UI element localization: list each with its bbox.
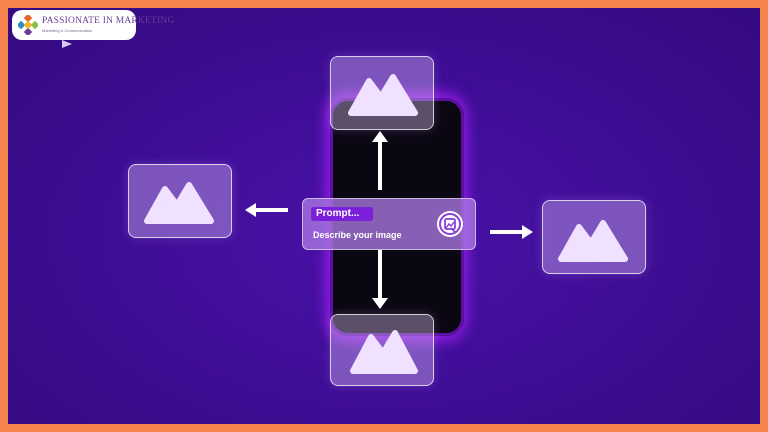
image-card-left[interactable] <box>128 164 232 238</box>
mountain-image-icon <box>348 74 418 116</box>
watermark-logo: PASSIONATE IN MARKETING Marketing & Comm… <box>12 10 174 40</box>
mountain-image-icon <box>558 220 628 262</box>
image-card-right[interactable] <box>542 200 646 274</box>
watermark-subtitle: Marketing & Communication <box>42 27 93 33</box>
mountain-image-icon <box>350 330 418 374</box>
arrow-up-icon <box>372 131 388 190</box>
image-card-top[interactable] <box>330 56 434 130</box>
corner-chevron-icon <box>62 40 72 48</box>
logo-mark-icon <box>18 15 38 35</box>
prompt-label: Prompt... <box>311 207 373 221</box>
arrow-left-icon <box>245 203 288 217</box>
arrow-down-icon <box>372 250 388 309</box>
generate-image-button[interactable] <box>437 211 463 237</box>
mountain-image-icon <box>144 182 214 224</box>
image-card-bottom[interactable] <box>330 314 434 386</box>
watermark-title: PASSIONATE IN MARKETING <box>42 16 175 27</box>
scene: PASSIONATE IN MARKETING Marketing & Comm… <box>8 8 760 424</box>
arrow-right-icon <box>490 225 533 239</box>
prompt-box[interactable]: Prompt... Describe your image <box>302 198 476 250</box>
prompt-placeholder[interactable]: Describe your image <box>313 230 402 240</box>
image-generate-icon <box>439 213 461 235</box>
